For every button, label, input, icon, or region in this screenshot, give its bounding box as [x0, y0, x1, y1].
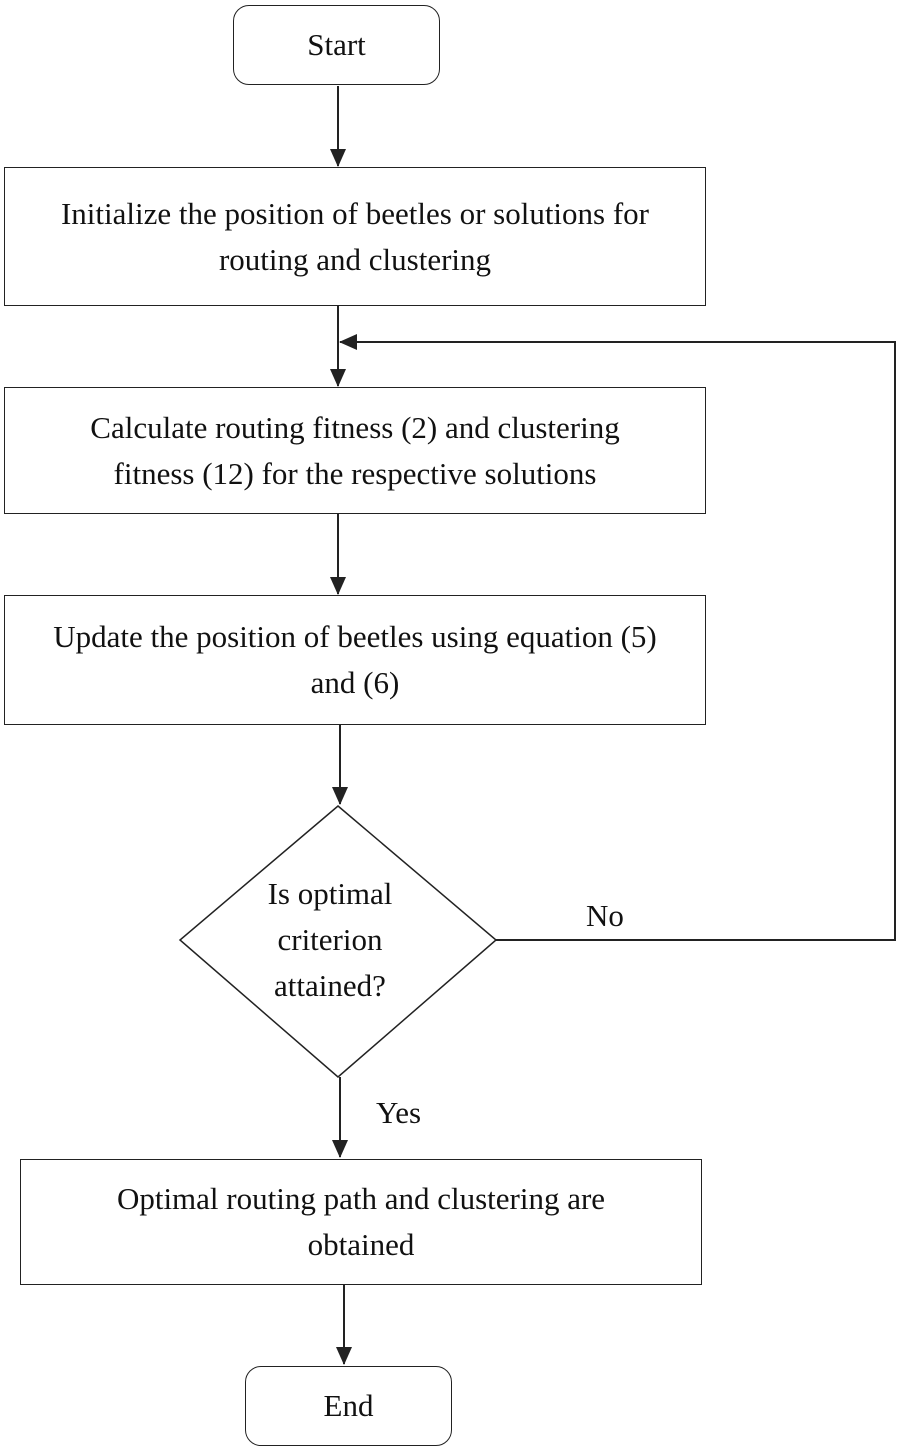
- calculate-fitness-step: Calculate routing fitness (2) and cluste…: [4, 387, 706, 514]
- update-position-step: Update the position of beetles using equ…: [4, 595, 706, 725]
- no-label: No: [586, 898, 624, 933]
- initialize-label: Initialize the position of beetles or so…: [60, 195, 650, 277]
- start-label: Start: [307, 27, 366, 62]
- end-node: End: [245, 1366, 452, 1446]
- yes-label: Yes: [376, 1095, 422, 1130]
- decision-diamond: [178, 805, 498, 1078]
- result-label: Optimal routing path and clustering are …: [116, 1181, 606, 1262]
- result-step: Optimal routing path and clustering are …: [20, 1159, 702, 1285]
- calculate-label: Calculate routing fitness (2) and cluste…: [90, 409, 620, 491]
- initialize-step: Initialize the position of beetles or so…: [4, 167, 706, 306]
- decision-label: Is optimal criterion attained?: [267, 876, 393, 1003]
- start-node: Start: [233, 5, 440, 85]
- arrow-no-loop-back: [339, 334, 896, 941]
- end-label: End: [323, 1388, 374, 1423]
- decision-label-container: Is optimal criterion attained?: [255, 870, 405, 1010]
- update-label: Update the position of beetles using equ…: [53, 619, 657, 700]
